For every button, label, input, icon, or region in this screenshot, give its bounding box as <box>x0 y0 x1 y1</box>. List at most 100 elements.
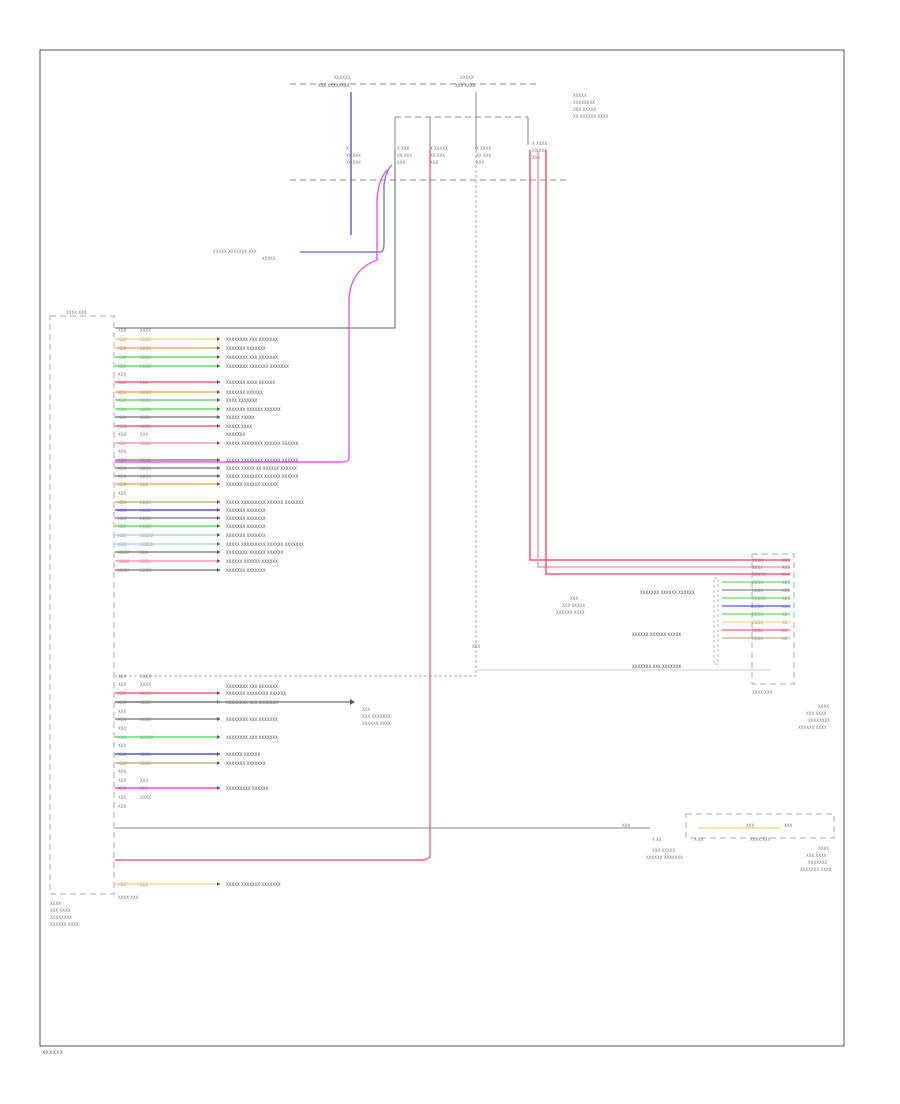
connector-arrow-icon <box>217 466 220 470</box>
left-pin-wire-color: XXX <box>140 432 148 437</box>
left-module-label-line: XXXX <box>50 901 61 906</box>
relay-label-line: XX XXXXXX XXXX <box>573 114 609 119</box>
left-pin-destination: XXXXXXX XXXXXXX <box>226 568 266 573</box>
right-switch-label-line: XXX <box>570 596 578 601</box>
wire-red-relay-2 <box>537 150 790 568</box>
left-module-box <box>49 315 115 895</box>
fuse-a: X XX XXX XX XXX <box>346 92 361 165</box>
right-switch-label-line: XXXXXX XXXX <box>556 610 585 615</box>
connector-arrow-icon <box>217 441 220 445</box>
fuse-c-label: XX XXX <box>430 153 445 158</box>
wire-black-power <box>115 150 396 329</box>
fuse-a-label: XX XXX <box>346 160 361 165</box>
left-pin-destination: XXXXXXX XXXXXX <box>226 390 263 395</box>
left-pin-destination: XXXXX XXXXXXXXX XXXXXX XXXXXXX <box>226 542 304 547</box>
left-module-label-line: XXXXXX XXXX <box>50 922 79 927</box>
left-pin-destination: XXXXXXXX XXX XXXXXXX <box>226 355 278 360</box>
bottom-right-module-box <box>685 813 835 839</box>
splice-label: XXX <box>472 644 480 649</box>
right-module-pins: XXXXXXXXXXXXXXXXXXXXXXXXXXXXXXXXXXXXXXXX… <box>722 558 790 641</box>
right-pin-number: XXX <box>782 572 790 577</box>
right-module-label-line: XXXX <box>818 704 829 709</box>
connector-arrow-icon <box>217 398 220 402</box>
left-pin-destination: XXXXXXX XXXXXXX <box>226 508 266 513</box>
left-pin-number: XXX <box>118 804 126 809</box>
fuse-e-label: XX XXX <box>532 148 547 153</box>
fuse-d-label: XX XXX <box>476 153 491 158</box>
left-pin-destination: XXXXXXX XXXXXX XXXXXX <box>226 407 281 412</box>
relay-label-line: XXX XXXXX <box>573 107 596 112</box>
wire-magenta-power <box>115 169 388 463</box>
left-pin-wire-color: XXXX <box>140 795 151 800</box>
bottom-right-module-label: XXXX XXX XXXX XXXXXXX XXXXXXX XXXX <box>800 846 832 872</box>
bottom-right-switch-label: XXX XXXXX XXXXXX XXXXXXX <box>646 848 683 860</box>
left-pin-wire-color: XXX <box>140 778 148 783</box>
connector-arrow-icon <box>217 355 220 359</box>
fuse-c: X XXXXX XX XXX XXX <box>429 117 448 165</box>
connector-arrow-icon <box>217 390 220 394</box>
bottom-right-module-label-line: XXXXXXX XXXX <box>800 867 832 872</box>
left-module-label: XXXX XXX XXXX XXXXXXXX XXXXXX XXXX <box>50 901 79 927</box>
connector-arrow-icon <box>217 458 220 462</box>
connector-arrow-icon <box>217 407 220 411</box>
connector-arrow-icon <box>217 474 220 478</box>
left-pin-number: XXX <box>118 432 126 437</box>
right-module-label-line: XXX XXXX <box>806 711 827 716</box>
left-pin-number: XXX <box>118 726 126 731</box>
left-pin-destination: XXXXXXX XXXXXXX <box>226 524 266 529</box>
connector-arrow-icon <box>217 559 220 563</box>
connector-arrow-icon <box>217 424 220 428</box>
left-pin-destination: XXXXXXXX XXX XXXXXXX <box>226 337 278 342</box>
bottom-right-right-wire: XXX <box>784 823 792 828</box>
left-pin-number: XXX <box>118 682 126 687</box>
fuse-e-label: X XXXX <box>532 141 547 146</box>
footer-code: xxxxxx <box>42 1049 64 1056</box>
connector-arrow-icon <box>217 380 220 384</box>
connector-arrow-icon <box>217 691 220 695</box>
bottom-right-module-label-line: XXX XXXX <box>806 853 827 858</box>
bottom-right-left-wire: XXX <box>622 823 630 828</box>
middle-module-label-line: XXXXXX XXXX <box>362 721 391 726</box>
connector-arrow-icon <box>217 542 220 546</box>
top-left-label-1: XXXXXX <box>334 75 351 80</box>
bottom-right-switch-label-line: XXXXXX XXXXXXX <box>646 855 683 860</box>
right-dest: XXXXXXX XXXXXX XXXXXX <box>640 590 695 595</box>
connector-arrow-icon <box>350 699 355 705</box>
left-pin-destination: XXXXX XXXXXXXX XXXXXX XXXXXX <box>226 458 299 463</box>
relay-label-line: XXXXXXXX <box>573 100 595 105</box>
fuse-c-label: XXX <box>430 160 438 165</box>
left-pin-number: XXX <box>118 709 126 714</box>
connector-arrow-icon <box>217 500 220 504</box>
bottom-right-switch-label-line: XXX XXXXX <box>652 848 675 853</box>
power-distribution-label-line: XXXXX XXXXXXX XXX <box>213 249 257 254</box>
right-dest: XXXXXX XXXXXX XXXXX <box>632 632 681 637</box>
right-pin-number: XXX <box>782 558 790 563</box>
connector-arrow-icon <box>217 882 220 886</box>
left-pin-destination: XXXXX XXXXX <box>226 415 255 420</box>
connector-arrow-icon <box>217 337 220 341</box>
left-pin-destination: XXXXXX XXXXXX XXXXXX <box>226 482 278 487</box>
left-pin-number: XXX <box>118 674 126 679</box>
left-pin-number: XXX <box>118 795 126 800</box>
left-pin-wire-color: XXXX <box>140 328 151 333</box>
connector-arrow-icon <box>217 482 220 486</box>
left-pin-destination: XXXXXXXX XXXXXX XXXXXX <box>226 550 284 555</box>
right-module-label-line: XXXXXXXX <box>808 718 830 723</box>
left-pin-destination: XXXXX XXXXXXXX XXXXXX XXXXXX <box>226 474 299 479</box>
left-pin-destination: XXXXXXXX XXX XXXXXXX <box>226 735 278 740</box>
bottom-right-middle-wire: XXX <box>746 823 754 828</box>
left-pin-number: XXX <box>118 743 126 748</box>
left-module-connector-top: XXXX XXX <box>66 310 87 315</box>
power-distribution-label-line: XXXXX <box>262 256 276 261</box>
left-pin-destination: XXXXX XXXX <box>226 424 252 429</box>
power-distribution-label: XXXXX XXXXXXX XXX XXXXX <box>213 249 276 261</box>
relay-label: XXXXX XXXXXXXX XXX XXXXX XX XXXXXX XXXX <box>573 93 609 119</box>
bottom-right-module-label-line: XXXX <box>818 846 829 851</box>
connector-arrow-icon <box>217 550 220 554</box>
connector-arrow-icon <box>217 524 220 528</box>
left-module-label-line: XXX XXXX <box>50 908 71 913</box>
middle-module-dest: XXXXXXXX XXX XXXXXXX <box>226 684 278 689</box>
connector-arrow-icon <box>217 752 220 756</box>
left-pin-destination: XXXXX XXXXX XX XXXXXX XXXXXX <box>226 466 297 471</box>
left-pin-number: XXX <box>118 491 126 496</box>
